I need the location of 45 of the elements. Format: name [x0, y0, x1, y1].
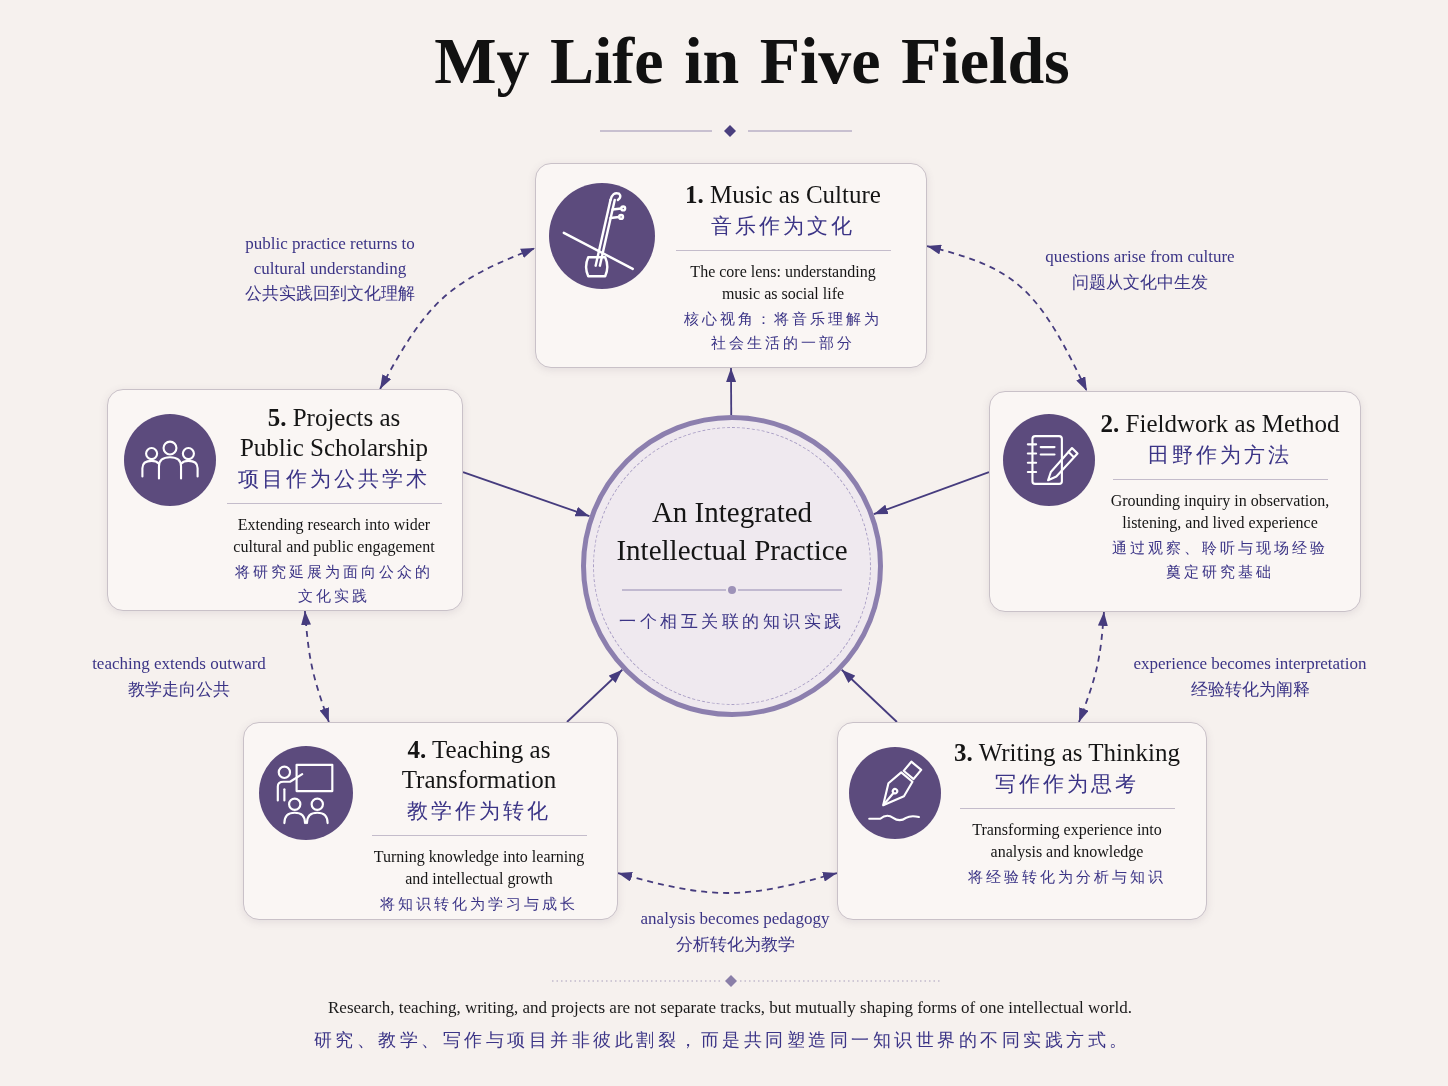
field-card [837, 722, 1207, 920]
double-headed-arrow [617, 871, 838, 894]
hub-title: An Integrated Intellectual Practice [615, 495, 849, 568]
card-description: 将研究延展为面向公众的文化实践 [234, 563, 434, 606]
edge-label: public practice returns to cultural understanding 公共实践回到文化理解 [244, 233, 416, 305]
edge-label: experience becomes interpretation 经验转化为阐释 [1132, 653, 1368, 701]
footer-note: 研究、教学、写作与项目并非彼此割裂，而是共同塑造同一知识世界的不同实践方式。 [313, 1029, 1131, 1052]
card-title: 5. Projects as Public Scholarship [238, 403, 430, 463]
card-title: 4. Teaching as Transformation [400, 735, 558, 795]
card-subtitle: 音乐作为文化 [711, 213, 855, 240]
card-description: 通过观察、聆听与现场经验奠定研究基础 [1111, 539, 1329, 582]
field-card [107, 389, 463, 611]
title: My Life in Five Fields [434, 24, 1070, 98]
card-description: 将经验转化为分析与知识 [967, 868, 1167, 887]
arrow [726, 367, 737, 416]
arrow [462, 471, 591, 518]
hub-subtitle: 一个相互关联的知识实践 [619, 611, 845, 633]
card-description: 将知识转化为学习与成长 [379, 895, 579, 914]
card-title: 2. Fieldwork as Method [1099, 409, 1341, 439]
double-headed-arrow [379, 247, 536, 390]
edge-label: analysis becomes pedagogy 分析转化为教学 [639, 908, 831, 956]
card-subtitle: 项目作为公共学术 [238, 466, 430, 493]
card-description: 核心视角：将音乐理解为社会生活的一部分 [683, 310, 883, 353]
double-headed-arrow [301, 610, 330, 723]
card-description: Grounding inquiry in observation, listening, and lived experience [1109, 491, 1331, 534]
card-description: Transforming experience into analysis and knowledge [971, 820, 1163, 863]
field-card [243, 722, 618, 920]
card-title: 1. Music as Culture [684, 180, 882, 210]
card-subtitle: 写作作为思考 [995, 771, 1139, 798]
double-headed-arrow [1078, 611, 1108, 723]
card-description: The core lens: understanding music as social life [689, 262, 877, 304]
edge-label: teaching extends outward 教学走向公共 [91, 653, 267, 701]
card-subtitle: 教学作为转化 [407, 798, 551, 825]
caption: Research, teaching, writing, and projects are not separate tracks, but mutually shaping forms of one intellectual world. [328, 997, 1132, 1019]
double-headed-arrow [926, 244, 1088, 392]
arrow [566, 668, 624, 723]
card-subtitle: 田野作为方法 [1148, 442, 1292, 469]
arrow [840, 668, 898, 723]
card-title: 3. Writing as Thinking [953, 738, 1181, 768]
field-card [535, 163, 927, 368]
field-card [989, 391, 1361, 612]
arrow [872, 471, 990, 516]
edge-label: questions arise from culture 问题从文化中生发 [1044, 246, 1236, 294]
card-description: Turning knowledge into learning and intellectual growth [372, 847, 586, 890]
card-description: Extending research into wider cultural and public engagement [232, 515, 436, 558]
